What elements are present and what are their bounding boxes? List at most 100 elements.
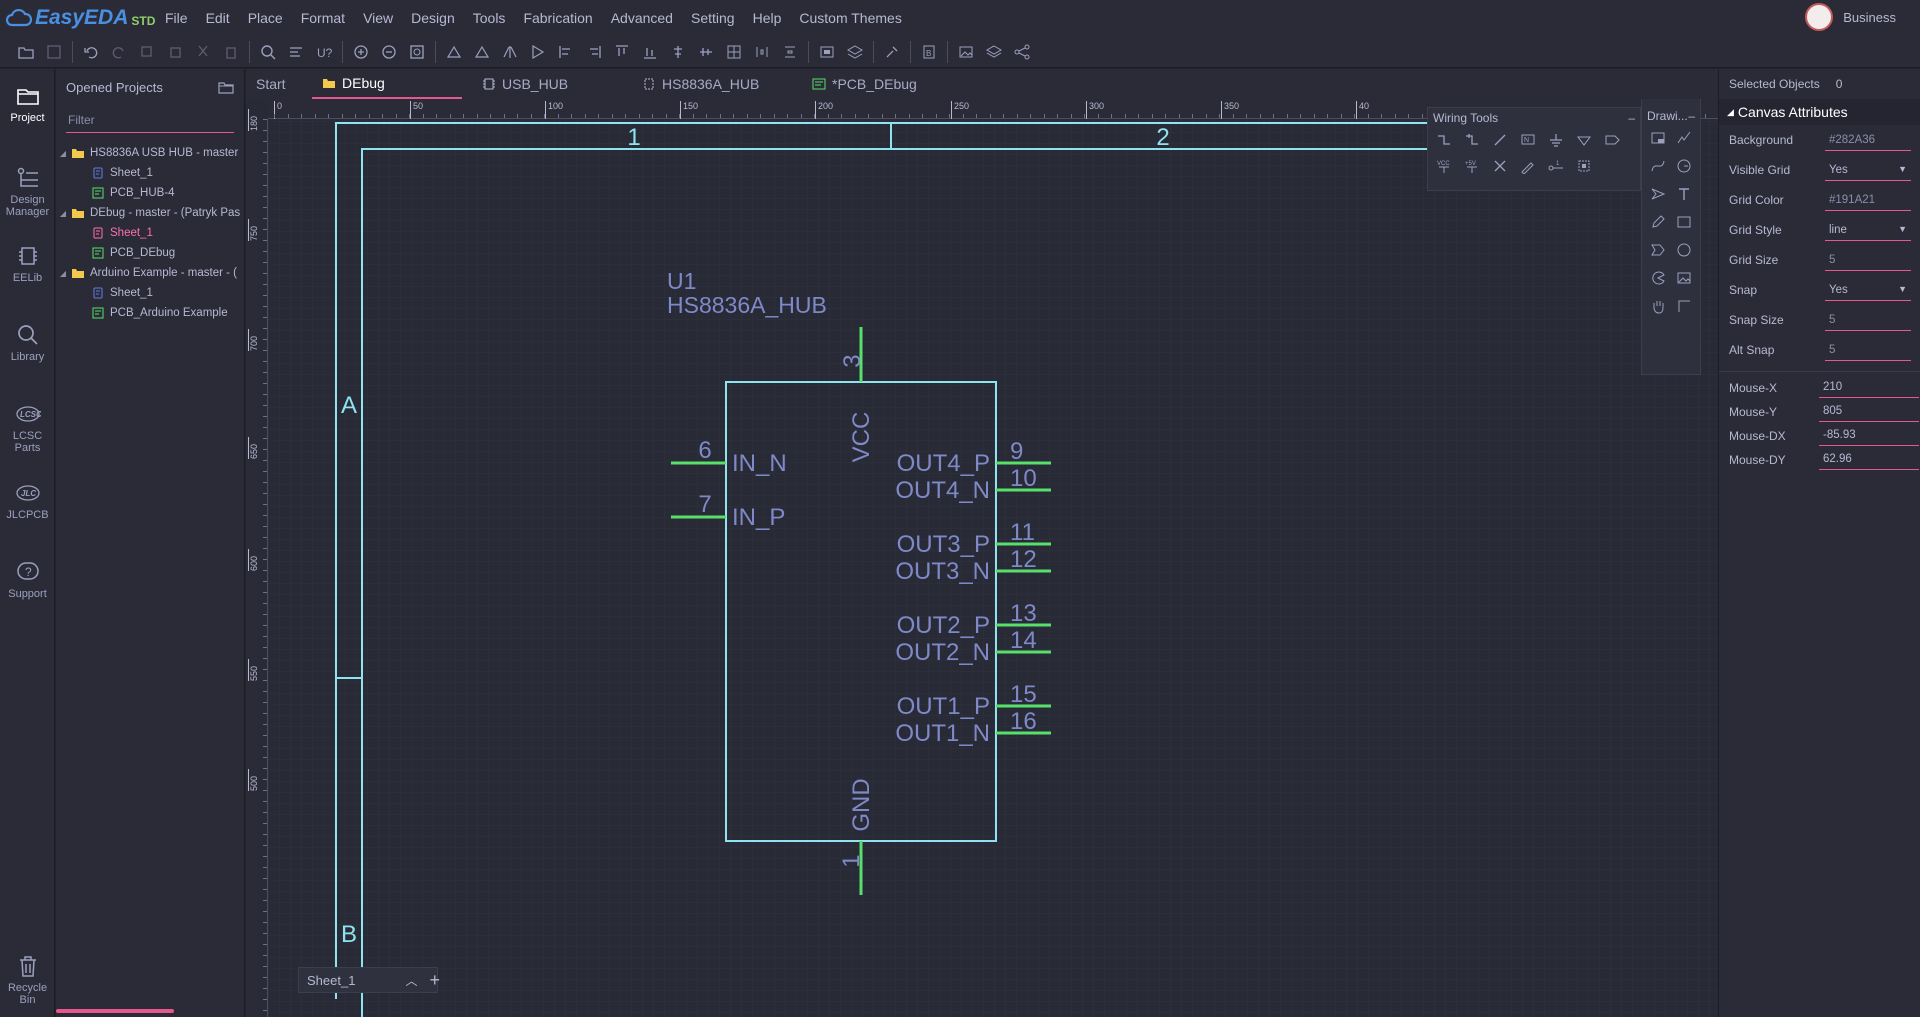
bring-front-icon[interactable]	[813, 38, 841, 66]
project-folder[interactable]: ◢HS8836A USB HUB - master	[56, 143, 244, 163]
pie-icon[interactable]	[1648, 268, 1668, 288]
menu-tools[interactable]: Tools	[472, 10, 506, 26]
delete-icon[interactable]	[217, 38, 245, 66]
rectangle-icon[interactable]	[1674, 212, 1694, 232]
align-center-v-icon[interactable]	[692, 38, 720, 66]
cut-icon[interactable]	[189, 38, 217, 66]
align-bottom-icon[interactable]	[636, 38, 664, 66]
menu-custom-themes[interactable]: Custom Themes	[799, 10, 902, 26]
polygon-icon[interactable]	[1648, 240, 1668, 260]
circle-icon[interactable]	[1674, 240, 1694, 260]
group-icon[interactable]	[1574, 156, 1594, 176]
project-document[interactable]: Sheet_1	[56, 223, 244, 243]
wire-icon[interactable]	[1434, 130, 1454, 150]
project-folder[interactable]: ◢DEbug - master - (Patryk Pas	[56, 203, 244, 223]
align-top-icon[interactable]	[608, 38, 636, 66]
menu-format[interactable]: Format	[300, 10, 346, 26]
drawing-frame-icon[interactable]	[1648, 128, 1668, 148]
mouse-value[interactable]: 805	[1819, 402, 1919, 422]
rail-item-project[interactable]: Project	[0, 83, 55, 124]
rotate-icon[interactable]	[440, 38, 468, 66]
minimize-icon[interactable]: –	[1688, 109, 1695, 123]
rail-item-design-manager[interactable]: Design Manager	[0, 165, 55, 218]
arrow-icon[interactable]	[1648, 184, 1668, 204]
project-document[interactable]: PCB_HUB-4	[56, 183, 244, 203]
layers-manager-icon[interactable]	[980, 38, 1008, 66]
project-document[interactable]: PCB_DEbug	[56, 243, 244, 263]
prop-input[interactable]: 5	[1825, 249, 1911, 271]
open-icon[interactable]	[12, 38, 40, 66]
save-icon[interactable]	[40, 38, 68, 66]
align-grid-icon[interactable]	[720, 38, 748, 66]
tab-start[interactable]: Start	[246, 69, 302, 99]
prop-input[interactable]: #282A36	[1825, 129, 1911, 151]
prop-select[interactable]: line▼	[1825, 219, 1911, 241]
canvas-attributes-header[interactable]: ◢ Canvas Attributes	[1719, 99, 1920, 125]
redo-icon[interactable]	[105, 38, 133, 66]
triangle-down-icon[interactable]: ◢	[59, 148, 67, 158]
mouse-value[interactable]: 210	[1819, 378, 1919, 398]
probe-icon[interactable]	[1518, 156, 1538, 176]
minimize-icon[interactable]: –	[1628, 111, 1635, 125]
triangle-down-icon[interactable]: ◢	[59, 268, 67, 278]
menu-place[interactable]: Place	[247, 10, 283, 26]
align-left-icon[interactable]	[552, 38, 580, 66]
project-document[interactable]: Sheet_1	[56, 163, 244, 183]
tab-hs8836a-hub[interactable]: HS8836A_HUB	[632, 69, 792, 99]
rail-item-recycle-bin[interactable]: Recycle Bin	[0, 953, 55, 1006]
app-logo[interactable]: EasyEDA STD	[0, 6, 156, 30]
vcc-flag-icon[interactable]: VCC	[1434, 156, 1454, 176]
prop-input[interactable]: 5	[1825, 309, 1911, 331]
paste-icon[interactable]	[161, 38, 189, 66]
ground-icon[interactable]	[1546, 130, 1566, 150]
zoom-out-icon[interactable]	[375, 38, 403, 66]
menu-setting[interactable]: Setting	[690, 10, 735, 26]
copy-icon[interactable]	[133, 38, 161, 66]
text-icon[interactable]	[1674, 184, 1694, 204]
align-center-h-icon[interactable]	[664, 38, 692, 66]
fit-view-icon[interactable]	[403, 38, 431, 66]
menu-fabrication[interactable]: Fabrication	[523, 10, 593, 26]
flip-h-icon[interactable]	[496, 38, 524, 66]
rail-item-library[interactable]: Library	[0, 322, 55, 363]
menu-edit[interactable]: Edit	[205, 10, 230, 26]
export-image-icon[interactable]	[952, 38, 980, 66]
project-document[interactable]: PCB_Arduino Example	[56, 303, 244, 323]
find-similar-icon[interactable]	[282, 38, 310, 66]
flip-v-icon[interactable]	[524, 38, 552, 66]
arc-icon[interactable]	[1674, 156, 1694, 176]
tab-pcb-debug[interactable]: *PCB_DEbug	[802, 69, 927, 99]
zoom-in-icon[interactable]	[347, 38, 375, 66]
menu-file[interactable]: File	[165, 10, 188, 26]
prop-input[interactable]: 5	[1825, 339, 1911, 361]
bus-icon[interactable]	[1462, 130, 1482, 150]
distribute-h-icon[interactable]	[748, 38, 776, 66]
projects-filter-input[interactable]: Filter	[66, 109, 234, 133]
distribute-v-icon[interactable]	[776, 38, 804, 66]
design-check-icon[interactable]	[878, 38, 906, 66]
prop-select[interactable]: Yes▼	[1825, 159, 1911, 181]
rail-item-jlcpcb[interactable]: JLC JLCPCB	[0, 480, 55, 521]
rail-item-eelib[interactable]: EELib	[0, 243, 55, 284]
triangle-down-icon[interactable]: ◢	[59, 208, 67, 218]
layers-icon[interactable]	[841, 38, 869, 66]
rotate-ccw-icon[interactable]	[468, 38, 496, 66]
prop-select[interactable]: Yes▼	[1825, 279, 1911, 301]
user-area[interactable]: Business	[1805, 3, 1896, 31]
horizontal-scrollbar[interactable]	[56, 1009, 174, 1013]
netport-icon[interactable]	[1602, 130, 1622, 150]
net-label-icon[interactable]: U?	[310, 38, 338, 66]
freehand-icon[interactable]	[1674, 128, 1694, 148]
no-connect-icon[interactable]	[1490, 156, 1510, 176]
add-sheet-icon[interactable]: +	[429, 969, 440, 990]
pin-icon[interactable]: 1	[1546, 156, 1566, 176]
avatar[interactable]	[1805, 3, 1834, 31]
netflag-icon[interactable]	[1574, 130, 1594, 150]
share-icon[interactable]	[1008, 38, 1036, 66]
mouse-value[interactable]: -85.93	[1819, 426, 1919, 446]
pencil-icon[interactable]	[1648, 212, 1668, 232]
menu-help[interactable]: Help	[752, 10, 782, 26]
net-label-tool-icon[interactable]: N	[1518, 130, 1538, 150]
